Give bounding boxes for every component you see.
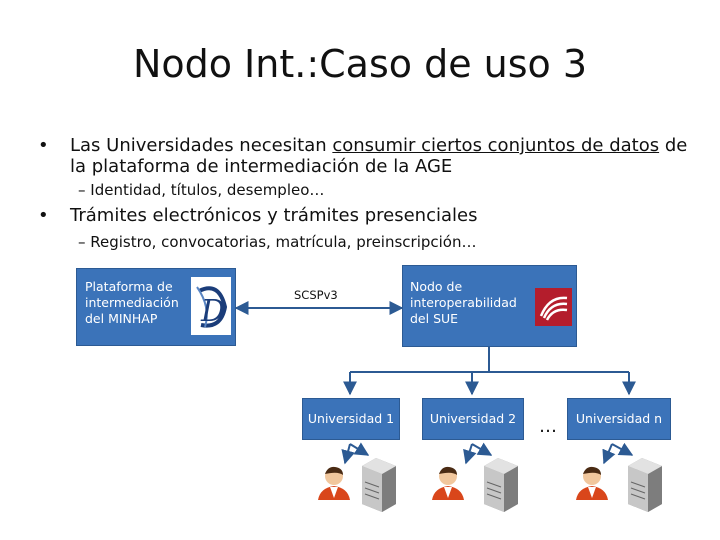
server-icon bbox=[628, 458, 662, 512]
server-icon bbox=[362, 458, 396, 512]
user-icon bbox=[432, 467, 464, 500]
user-icon bbox=[576, 467, 608, 500]
user-icon bbox=[318, 467, 350, 500]
server-icon bbox=[484, 458, 518, 512]
